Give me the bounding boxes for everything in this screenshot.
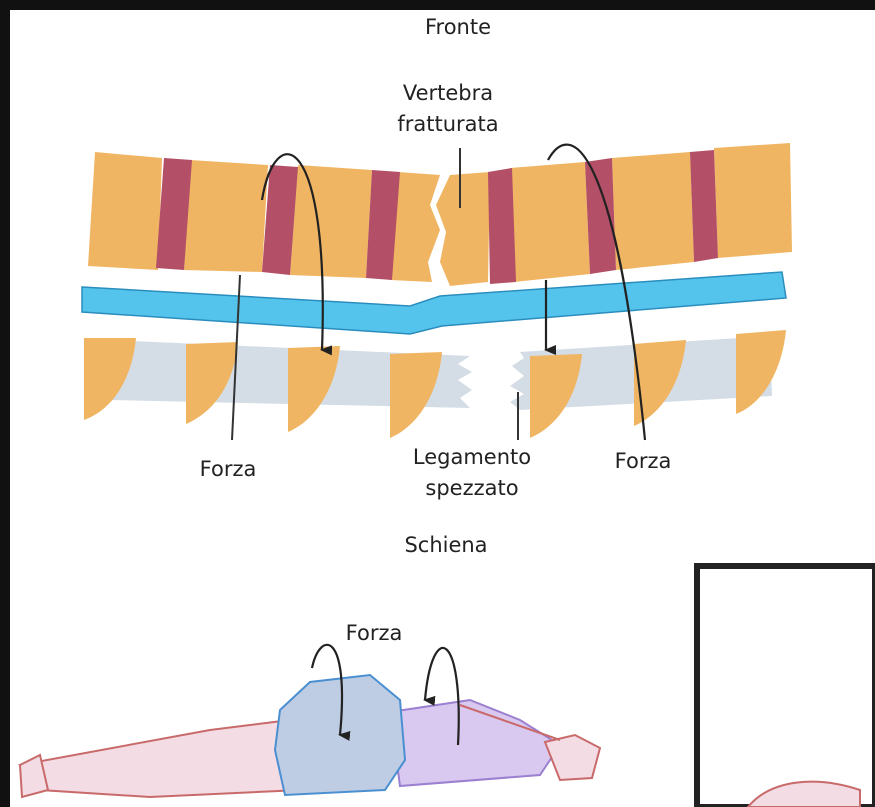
ligament-label: Legamento spezzato (413, 442, 531, 504)
inset-panel (697, 566, 875, 807)
spinous-7 (736, 330, 786, 414)
spinal-cord (82, 272, 786, 334)
diagram-panel: Fronte Vertebra fratturata Forza Legamen… (10, 10, 875, 807)
vertebra-6 (612, 152, 694, 270)
vertebra-3 (290, 165, 372, 278)
bottom-label: Schiena (404, 530, 487, 561)
vertebra-fractured-right (436, 172, 490, 286)
figure-force-label: Forza (346, 618, 403, 649)
vertebra-7 (714, 143, 792, 258)
reclining-figure (20, 675, 600, 797)
disc-4 (488, 168, 516, 284)
vertebra-label-line2: fratturata (397, 109, 498, 140)
vertebra-label-line1: Vertebra (397, 78, 498, 109)
force-left-label: Forza (200, 454, 257, 485)
torso (390, 700, 560, 786)
top-label: Fronte (425, 12, 491, 43)
vertebra-2 (184, 160, 268, 272)
disc-5 (585, 158, 616, 274)
vertebra-label: Vertebra fratturata (397, 78, 498, 140)
vertebra-5 (510, 162, 590, 282)
head (545, 735, 600, 780)
legs (20, 720, 300, 797)
disc-6 (690, 150, 718, 262)
ligament-label-line2: spezzato (413, 473, 531, 504)
force-right-label: Forza (615, 446, 672, 477)
vertebral-bodies (88, 143, 792, 286)
vertebra-1 (88, 152, 162, 270)
ligament-label-line1: Legamento (413, 442, 531, 473)
